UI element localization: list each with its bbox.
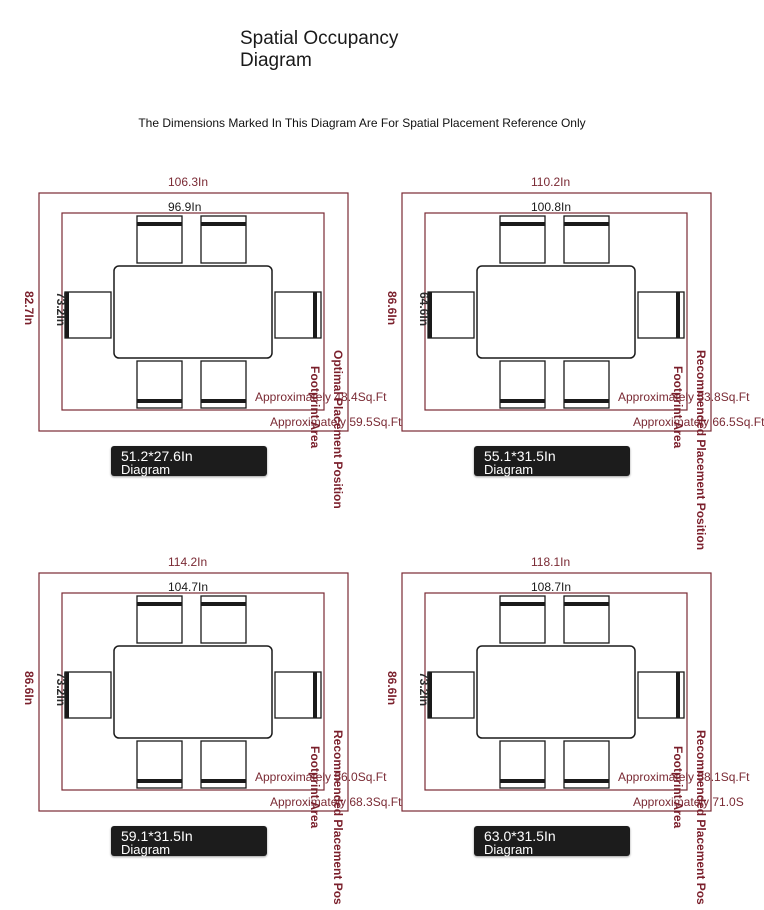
chair-top-left [136, 595, 183, 644]
footprint-area-caption: Footprint Area [308, 366, 322, 449]
placement-area-outline [401, 192, 712, 432]
placement-position-caption: Optimal Placement Position [331, 350, 345, 509]
chair-left-end [64, 671, 112, 719]
table-top [113, 265, 273, 359]
placement-area-value: Approximately 68.3Sq.Ft [270, 795, 402, 809]
placement-area-outline [38, 572, 349, 812]
placement-position-caption: Recommended Placement Pos [694, 730, 708, 905]
outer-width-label: 114.2In [168, 555, 208, 569]
badge-caption: Diagram [484, 462, 534, 477]
badge-size: 63.0*31.5In [484, 828, 556, 844]
floor-plan-drawing [401, 192, 712, 432]
size-badge: 55.1*31.5In Diagram [474, 446, 630, 477]
chair-left-end [427, 671, 475, 719]
badge-size: 55.1*31.5In [484, 448, 556, 464]
chair-top-left [136, 215, 183, 264]
placement-area-value: Approximately 66.5Sq.Ft [633, 415, 764, 429]
diagram-panel-1: 106.3In 96.9In 82.7In 73.2In Approximate… [0, 170, 401, 530]
inner-depth-label: 73.2In [54, 292, 68, 327]
size-badge: 59.1*31.5In Diagram [111, 826, 267, 857]
footprint-area-caption: Footprint Area [671, 366, 685, 449]
title-line-1: Spatial Occupancy [240, 28, 399, 49]
diagram-panel-4: 118.1In 108.7In 86.6In 73.2In Approximat… [363, 550, 749, 910]
badge-caption: Diagram [121, 842, 171, 857]
footprint-area-caption: Footprint Area [308, 746, 322, 829]
placement-position-caption: Recommended Placement Pos [331, 730, 345, 905]
footprint-area-outline [424, 212, 688, 411]
badge-size: 59.1*31.5In [121, 828, 193, 844]
chair-top-left [499, 215, 546, 264]
inner-width-label: 96.9In [168, 200, 202, 214]
size-badge: 51.2*27.6In Diagram [111, 446, 267, 477]
chair-top-right [200, 595, 247, 644]
outer-depth-label: 86.6In [22, 671, 36, 706]
chair-bottom-right [200, 740, 247, 789]
badge-size: 51.2*27.6In [121, 448, 193, 464]
chair-left-end [427, 291, 475, 339]
placement-area-outline [401, 572, 712, 812]
floor-plan-drawing [38, 572, 349, 812]
size-badge: 63.0*31.5In Diagram [474, 826, 630, 857]
outer-width-label: 118.1In [531, 555, 571, 569]
title-line-2: Diagram [240, 50, 312, 71]
floor-plan-drawing [38, 192, 349, 432]
chair-top-right [200, 215, 247, 264]
badge-caption: Diagram [121, 462, 171, 477]
badge-caption: Diagram [484, 842, 534, 857]
table-top [113, 645, 273, 739]
chair-bottom-right [200, 360, 247, 409]
footprint-area-outline [61, 212, 325, 411]
outer-depth-label: 86.6In [385, 671, 399, 706]
chair-top-right [563, 215, 610, 264]
inner-depth-label: 73.2In [54, 672, 68, 707]
chair-right-end [637, 291, 685, 339]
footprint-area-outline [61, 592, 325, 791]
page-title: Spatial Occupancy Diagram [240, 28, 398, 72]
chair-bottom-right [563, 740, 610, 789]
table-top [476, 645, 636, 739]
footprint-area-value: Approximately 58.1Sq.Ft [618, 770, 750, 784]
chair-top-left [499, 595, 546, 644]
outer-width-label: 110.2In [531, 175, 571, 189]
placement-position-caption: Recommended Placement Position [694, 350, 708, 551]
footprint-area-value: Approximately 48.4Sq.Ft [255, 390, 387, 404]
footprint-area-value: Approximately 53.8Sq.Ft [618, 390, 750, 404]
floor-plan-drawing [401, 572, 712, 812]
footprint-area-outline [424, 592, 688, 791]
inner-width-label: 108.7In [531, 580, 572, 594]
chair-left-end [64, 291, 112, 339]
diagram-panel-3: 114.2In 104.7In 86.6In 73.2In Approximat… [0, 550, 401, 910]
chair-bottom-right [563, 360, 610, 409]
inner-depth-label: 73.2In [417, 672, 431, 707]
placement-area-value: Approximately 71.0S [633, 795, 744, 809]
chair-bottom-left [499, 740, 546, 789]
chair-right-end [274, 291, 322, 339]
chair-bottom-left [136, 740, 183, 789]
inner-depth-label: 64.6In [417, 292, 431, 327]
diagram-panel-2: 110.2In 100.8In 86.6In 64.6In Approximat… [363, 170, 764, 550]
outer-depth-label: 86.6In [385, 291, 399, 326]
table-top [476, 265, 636, 359]
outer-depth-label: 82.7In [22, 291, 36, 326]
chair-bottom-left [499, 360, 546, 409]
placement-area-outline [38, 192, 349, 432]
inner-width-label: 104.7In [168, 580, 209, 594]
chair-right-end [637, 671, 685, 719]
chair-top-right [563, 595, 610, 644]
footprint-area-caption: Footprint Area [671, 746, 685, 829]
footprint-area-value: Approximately 56.0Sq.Ft [255, 770, 387, 784]
placement-area-value: Approximately 59.5Sq.Ft [270, 415, 402, 429]
outer-width-label: 106.3In [168, 175, 209, 189]
page-subtitle: The Dimensions Marked In This Diagram Ar… [138, 116, 586, 130]
chair-bottom-left [136, 360, 183, 409]
inner-width-label: 100.8In [531, 200, 572, 214]
chair-right-end [274, 671, 322, 719]
